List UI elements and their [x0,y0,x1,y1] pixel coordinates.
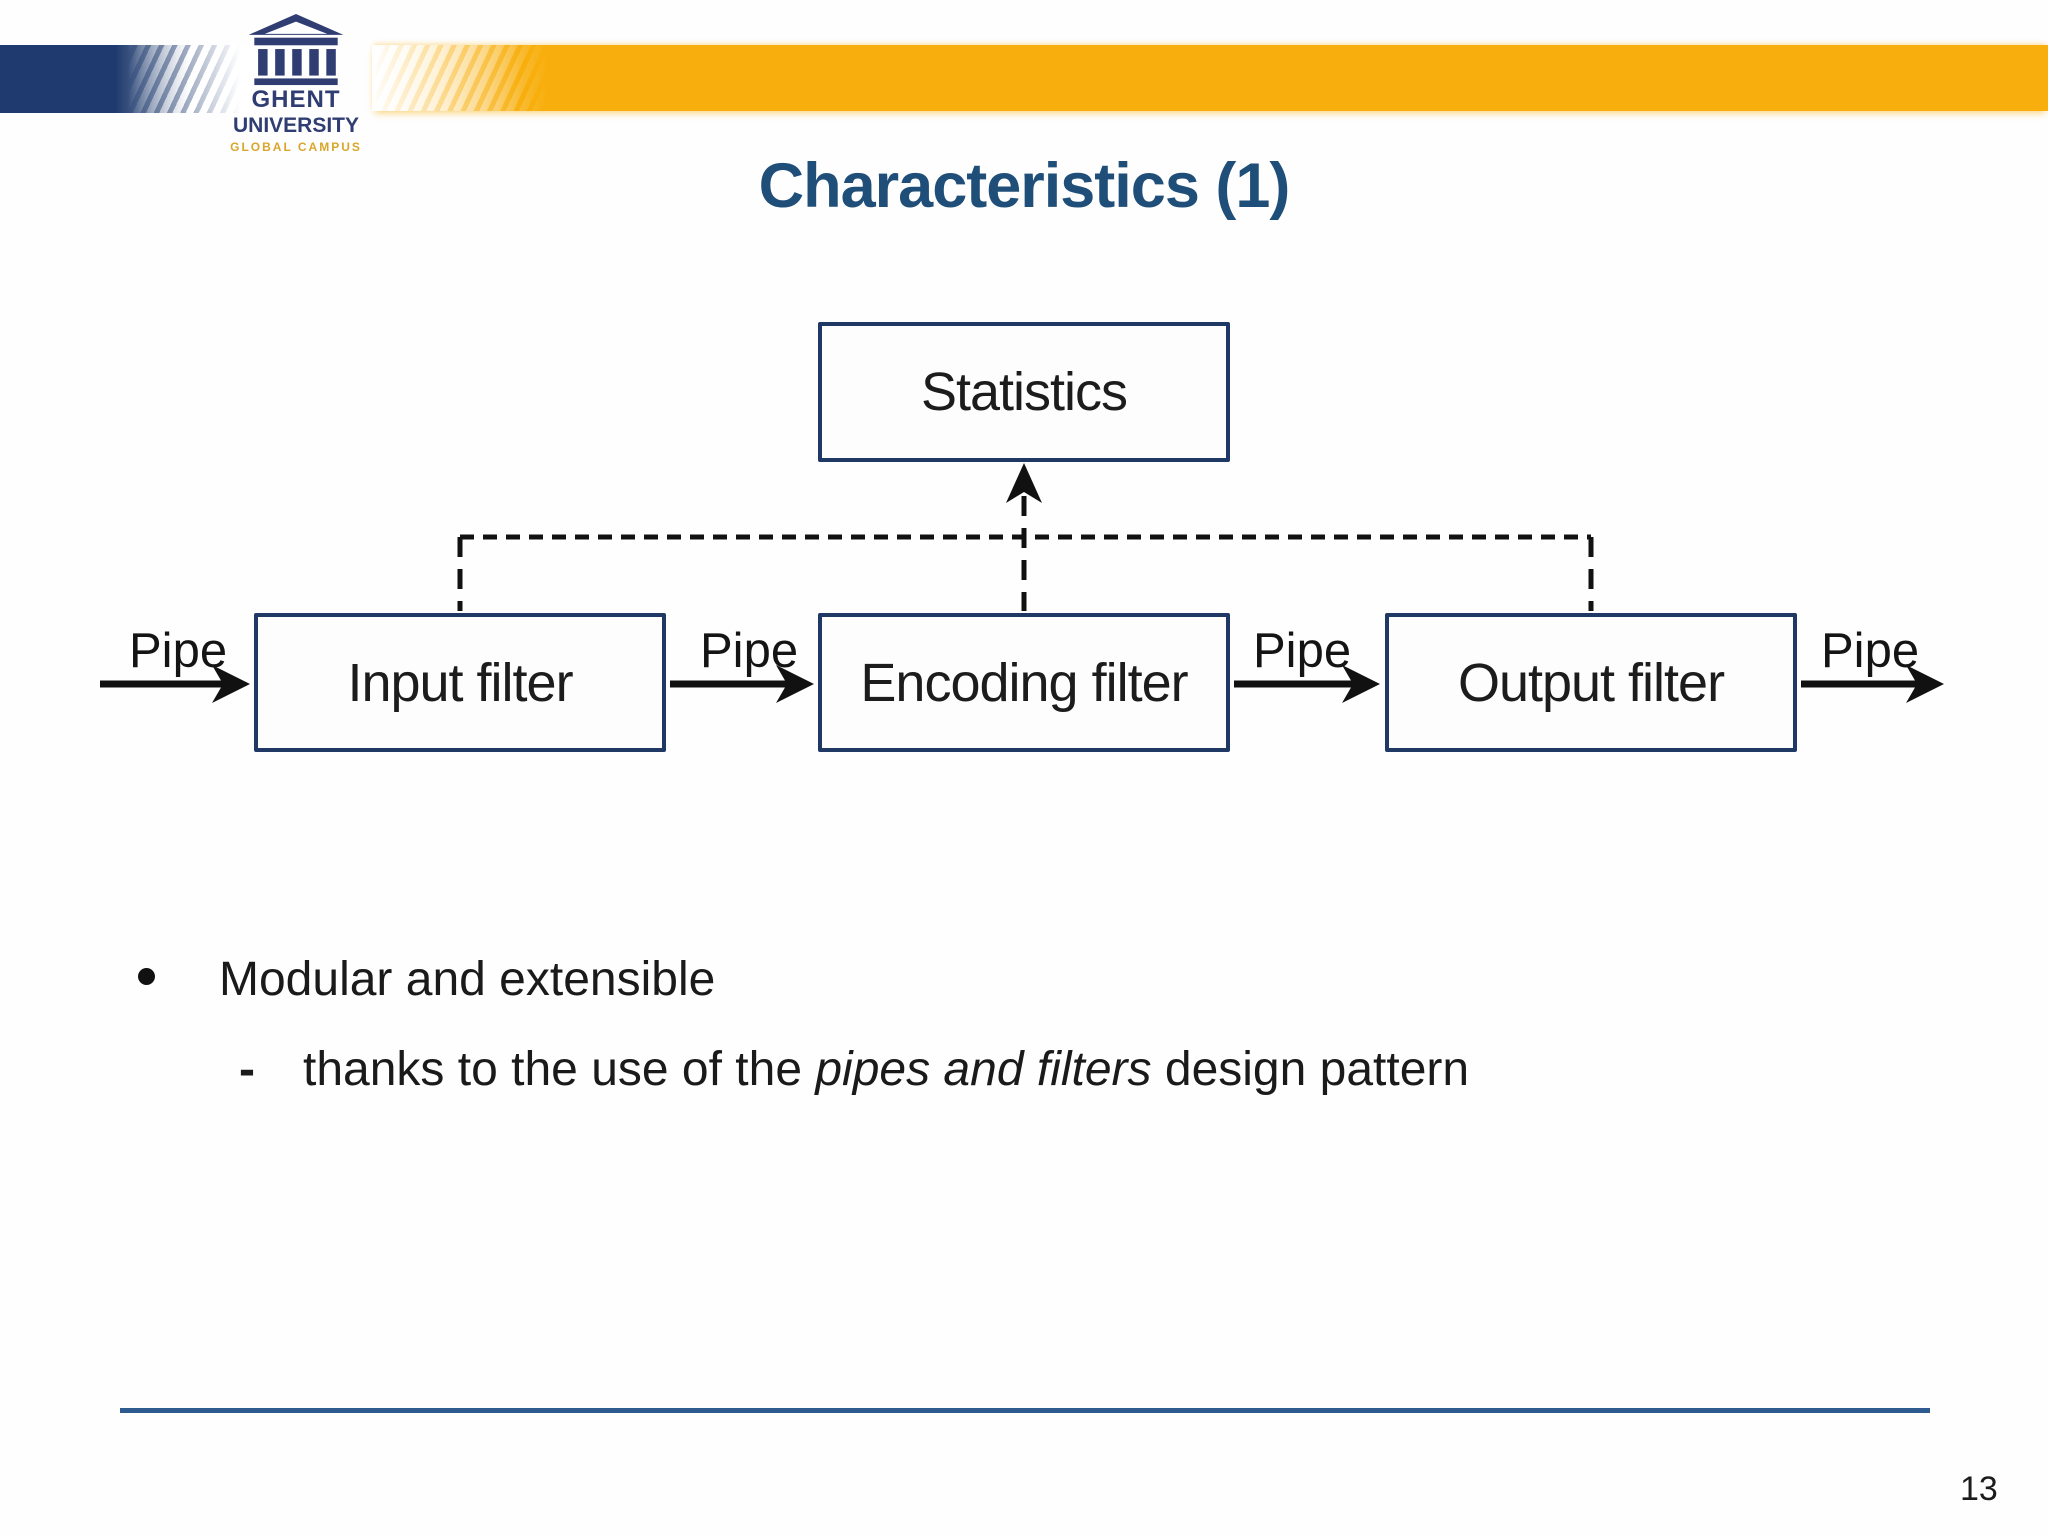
bullet-main-text: Modular and extensible [219,953,716,1006]
page-number: 13 [1960,1470,1998,1508]
logo-text-ghent: GHENT [251,86,341,113]
sub-bullet-italic: pipes and filters [815,1043,1152,1096]
encoding-filter-label: Encoding filter [860,652,1188,713]
sub-bullet-text: thanks to the use of the pipes and filte… [303,1042,1469,1097]
encoding-filter-box: Encoding filter [818,613,1230,752]
input-filter-label: Input filter [347,652,573,713]
output-filter-label: Output filter [1457,652,1725,713]
sub-bullet-suffix: design pattern [1151,1043,1470,1096]
logo-text-university: UNIVERSITY [232,114,360,137]
bullet-dot [138,968,155,985]
output-filter-box: Output filter [1385,613,1797,752]
statistics-box-label: Statistics [920,362,1128,422]
brand-blue-brush [0,45,250,113]
up-arrowhead [1006,463,1042,503]
input-filter-box: Input filter [254,613,666,752]
pipe-label-2: Pipe [700,624,799,678]
pipe-label-3: Pipe [1253,624,1352,678]
slide-title: Characteristics (1) [758,151,1291,221]
pipe-label-4: Pipe [1821,624,1920,678]
ghent-university-logo: GHENT UNIVERSITY GLOBAL CAMPUS [222,14,370,153]
sub-bullet-prefix: thanks to the use of the [303,1043,816,1096]
temple-icon [248,14,344,86]
sub-bullet-marker: - [239,1043,255,1096]
statistics-box: Statistics [818,322,1230,462]
footer-divider-line [120,1408,1930,1413]
brand-gold-bar [372,45,2048,111]
logo-text-global-campus: GLOBAL CAMPUS [230,140,362,154]
pipe-label-1: Pipe [129,624,228,678]
